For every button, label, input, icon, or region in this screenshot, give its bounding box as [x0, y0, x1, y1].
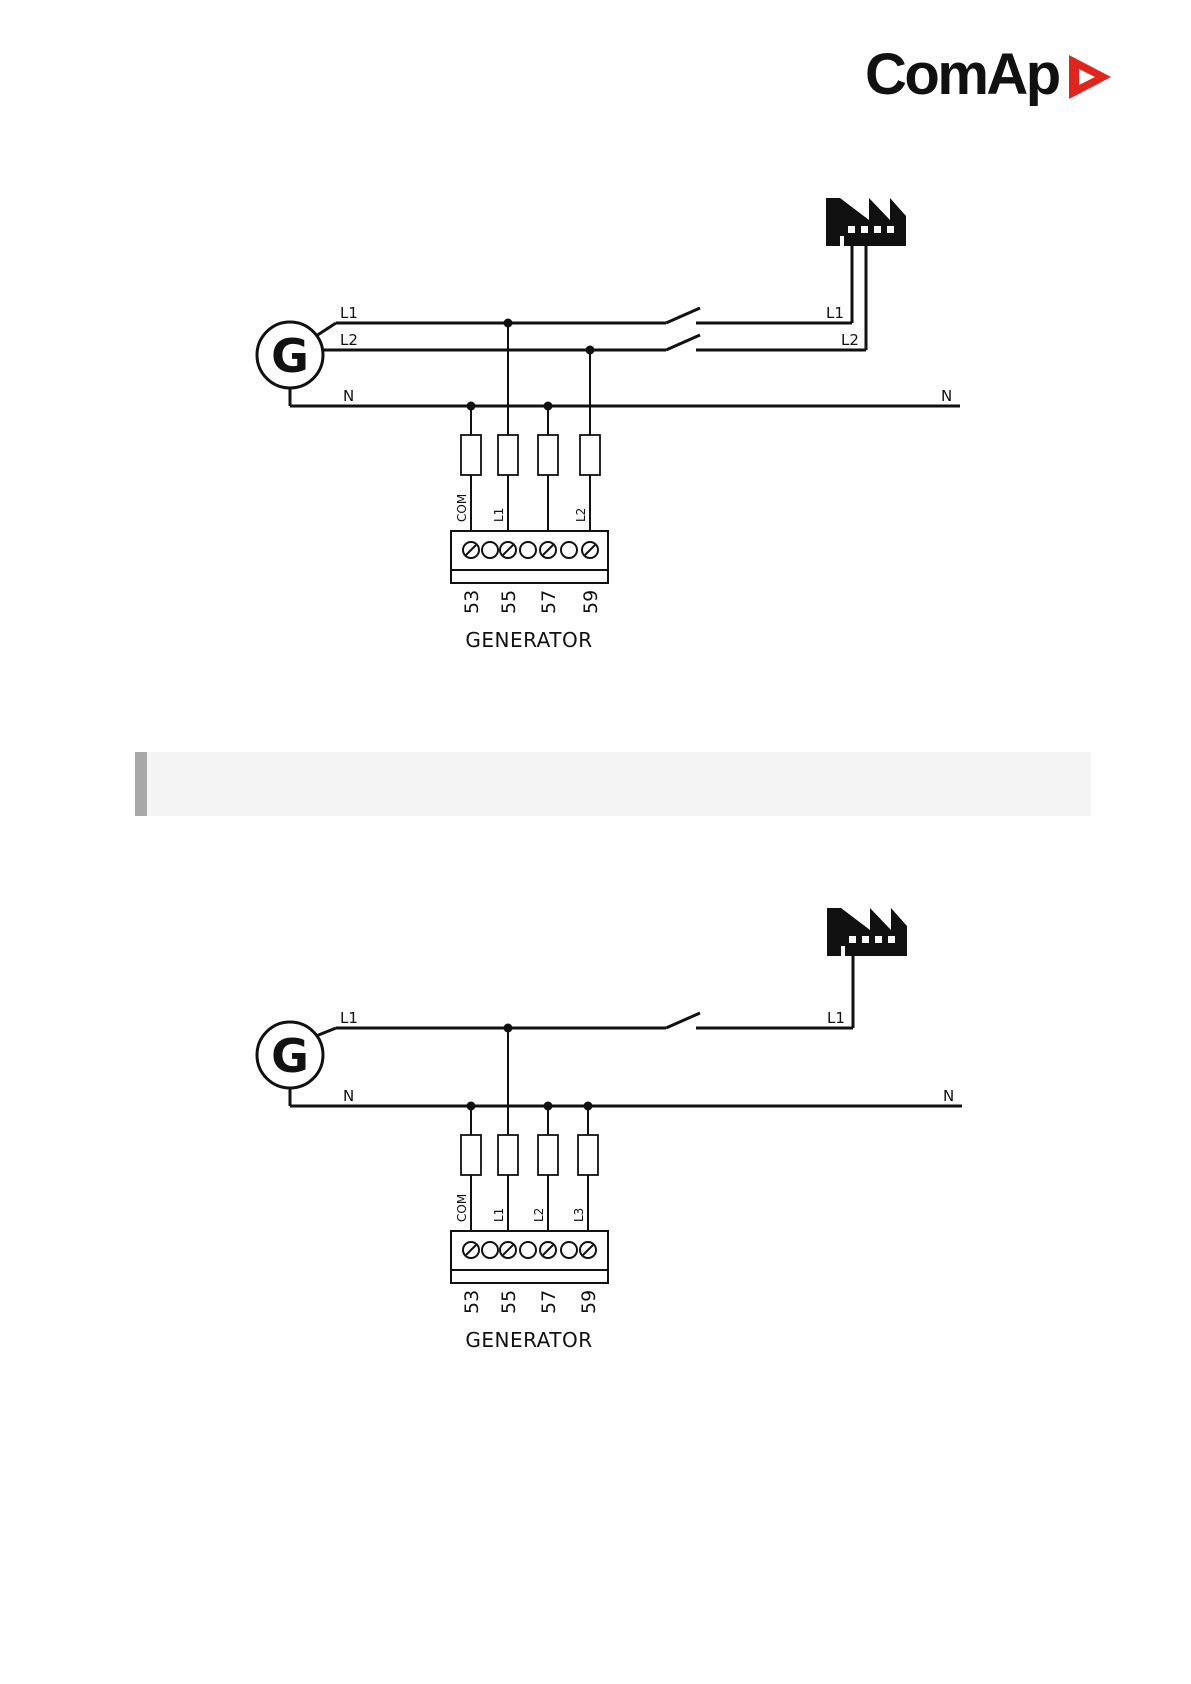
load-label-l1: L1 — [826, 304, 844, 322]
comap-logo: ComAp — [865, 40, 1113, 110]
generator-symbol: G — [257, 1022, 323, 1088]
fuse-l2 — [580, 435, 600, 475]
factory-icon — [826, 198, 906, 246]
terminal-53: 53 — [461, 1290, 483, 1314]
breaker-l2-contact — [666, 335, 700, 350]
terminal-53: 53 — [461, 590, 483, 614]
fuse-l1 — [498, 1135, 518, 1175]
wire-label-l3: L3 — [572, 1208, 586, 1222]
terminal-57: 57 — [538, 590, 560, 614]
terminal-55: 55 — [498, 590, 520, 614]
gen-label-l1: L1 — [340, 304, 358, 322]
wiring-diagram-single-phase: G L1 N N L1 COM L1 L2 L3 — [0, 880, 1191, 1360]
gen-label-l2: L2 — [340, 331, 358, 349]
gen-lead-l1 — [316, 1028, 336, 1036]
terminal-57: 57 — [538, 1290, 560, 1314]
wiring-diagram-two-phase: G L1 L2 N N L1 L2 COM L1 L2 — [0, 180, 1191, 660]
caption-generator: GENERATOR — [465, 1328, 592, 1352]
wire-label-l2: L2 — [574, 508, 588, 522]
wire-label-com: COM — [455, 1194, 469, 1222]
factory-icon — [827, 908, 907, 956]
fuse-l3 — [578, 1135, 598, 1175]
load-label-l1: L1 — [827, 1009, 845, 1027]
breaker-l1-contact — [666, 308, 700, 323]
fuse-57 — [538, 435, 558, 475]
terminal-59: 59 — [580, 590, 602, 614]
terminal-block — [451, 1231, 608, 1283]
gen-label-l1: L1 — [340, 1009, 358, 1027]
breaker-l1-contact — [666, 1013, 700, 1028]
fuse-l2 — [538, 1135, 558, 1175]
logo-text: ComAp — [865, 46, 1059, 104]
gen-lead-l1 — [316, 323, 336, 336]
fuse-l1 — [498, 435, 518, 475]
terminal-block — [451, 531, 608, 583]
wire-label-com: COM — [455, 494, 469, 522]
wire-label-l1: L1 — [492, 1208, 506, 1222]
neutral-label-left: N — [343, 387, 354, 405]
logo-arrow-icon — [1065, 49, 1113, 105]
note-accent-bar — [135, 752, 147, 816]
generator-letter: G — [271, 329, 309, 383]
neutral-label-right: N — [943, 1087, 954, 1105]
wire-label-l1: L1 — [492, 508, 506, 522]
fuse-com — [461, 435, 481, 475]
load-label-l2: L2 — [841, 331, 859, 349]
wire-label-l2: L2 — [532, 1208, 546, 1222]
note-box — [135, 752, 1091, 816]
generator-symbol: G — [257, 322, 323, 388]
fuse-com — [461, 1135, 481, 1175]
generator-letter: G — [271, 1029, 309, 1083]
neutral-label-right: N — [941, 387, 952, 405]
caption-generator: GENERATOR — [465, 628, 592, 652]
terminal-59: 59 — [578, 1290, 600, 1314]
terminal-55: 55 — [498, 1290, 520, 1314]
neutral-label-left: N — [343, 1087, 354, 1105]
